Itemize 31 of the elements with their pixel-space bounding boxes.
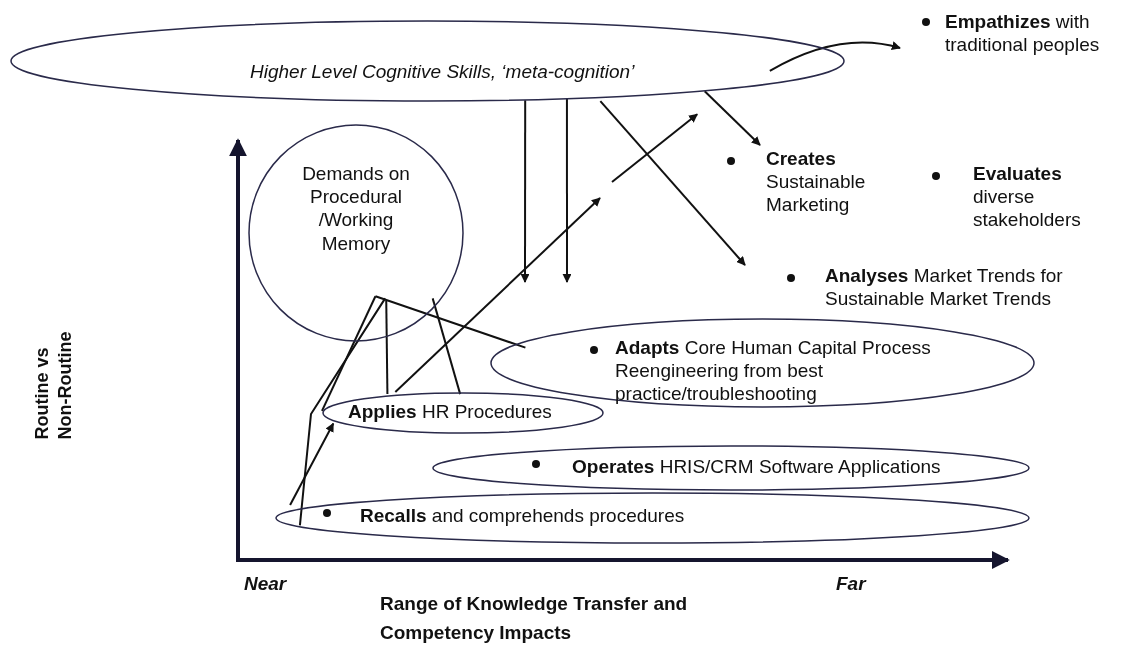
arrow: [520, 99, 530, 283]
skill-text: Empathizes with traditional peoples: [945, 10, 1101, 57]
axis-end-label: Near: [244, 572, 288, 596]
connector-line: [298, 297, 387, 527]
arrow: [562, 97, 572, 283]
arrow: [768, 41, 901, 72]
skill-text: Evaluates diverse stakeholders: [973, 162, 1082, 232]
axis-title: Routine vs Non-Routine: [30, 330, 76, 440]
skill-text: Adapts Core Human Capital Process Reengineering from best practice/troubleshooting: [615, 336, 932, 406]
connector-line: [321, 295, 377, 412]
axis-end-label: Far: [836, 572, 868, 596]
skill-ellipse: [432, 445, 1030, 491]
arrow: [394, 197, 601, 393]
skill-text: Recalls and comprehends procedures: [360, 504, 686, 528]
axis-title: Range of Knowledge Transfer and Competency Impacts: [380, 592, 689, 645]
skill-text: Applies HR Procedures: [348, 400, 553, 424]
ellipse-text: Higher Level Cognitive Skills, ‘meta-cognition’: [250, 60, 636, 84]
connector-line: [374, 295, 527, 349]
cognitive-skills-ellipse: [10, 20, 845, 102]
skill-ellipse: [322, 392, 604, 434]
arrow: [289, 422, 335, 506]
circle-text: Demands on Procedural /Working Memory: [301, 162, 411, 255]
skill-ellipse: [275, 492, 1030, 544]
connector-line: [385, 299, 389, 396]
skill-text: Creates Sustainable Marketing: [766, 147, 867, 217]
skill-text: Analyses Market Trends for Sustainable Market Trends: [825, 264, 1064, 311]
arrow: [703, 90, 761, 146]
arrow: [599, 100, 746, 266]
memory-circle: [248, 124, 464, 342]
arrow: [611, 113, 699, 183]
skill-text: Operates HRIS/CRM Software Applications: [572, 455, 942, 479]
